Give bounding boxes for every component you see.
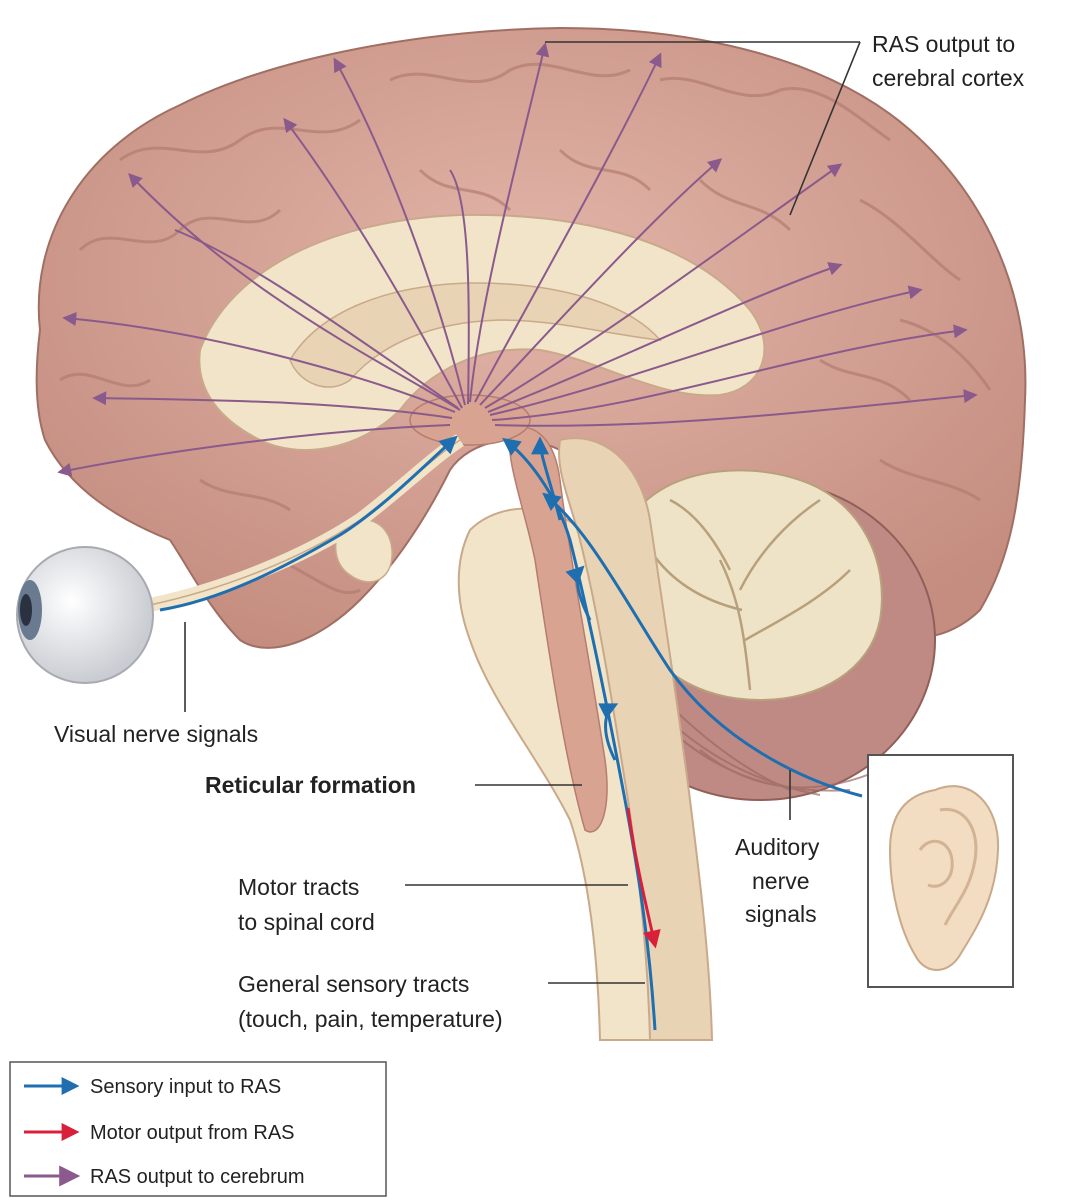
- label-ras-output-line1: RAS output to: [872, 31, 1015, 57]
- ras-output-arrows: [57, 42, 978, 477]
- motor-output-arrows: [626, 807, 661, 949]
- label-sensory-tracts: General sensory tracts (touch, pain, tem…: [238, 971, 645, 1032]
- label-auditory-line3: signals: [745, 901, 817, 927]
- label-motor-tracts: Motor tracts to spinal cord: [238, 874, 628, 935]
- label-auditory-line2: nerve: [752, 868, 810, 894]
- label-ras-output-line2: cerebral cortex: [872, 65, 1025, 91]
- legend-item-motor: Motor output from RAS: [24, 1122, 295, 1144]
- legend: Sensory input to RAS Motor output from R…: [9, 1061, 387, 1197]
- label-sensory-tracts-line1: General sensory tracts: [238, 971, 469, 997]
- label-visual-nerve-text: Visual nerve signals: [54, 721, 258, 747]
- legend-label-sensory: Sensory input to RAS: [90, 1076, 281, 1098]
- label-motor-tracts-line2: to spinal cord: [238, 909, 375, 935]
- label-motor-tracts-line1: Motor tracts: [238, 874, 359, 900]
- label-visual-nerve: Visual nerve signals: [54, 622, 258, 747]
- label-reticular-formation: Reticular formation: [205, 772, 582, 798]
- sensory-input-arrows: [159, 435, 863, 1031]
- ear-inset: [867, 754, 1014, 988]
- label-ras-output-cortex: RAS output to cerebral cortex: [545, 31, 1025, 216]
- legend-item-ras: RAS output to cerebrum: [24, 1165, 305, 1188]
- legend-item-sensory: Sensory input to RAS: [24, 1076, 281, 1098]
- label-auditory: Auditory nerve signals: [735, 770, 820, 927]
- label-sensory-tracts-line2: (touch, pain, temperature): [238, 1006, 503, 1032]
- eye: [16, 434, 464, 684]
- legend-label-ras: RAS output to cerebrum: [90, 1166, 305, 1188]
- reticular-formation: [508, 426, 608, 833]
- legend-label-motor: Motor output from RAS: [90, 1122, 295, 1144]
- label-auditory-line1: Auditory: [735, 834, 820, 860]
- label-reticular-formation-text: Reticular formation: [205, 772, 416, 798]
